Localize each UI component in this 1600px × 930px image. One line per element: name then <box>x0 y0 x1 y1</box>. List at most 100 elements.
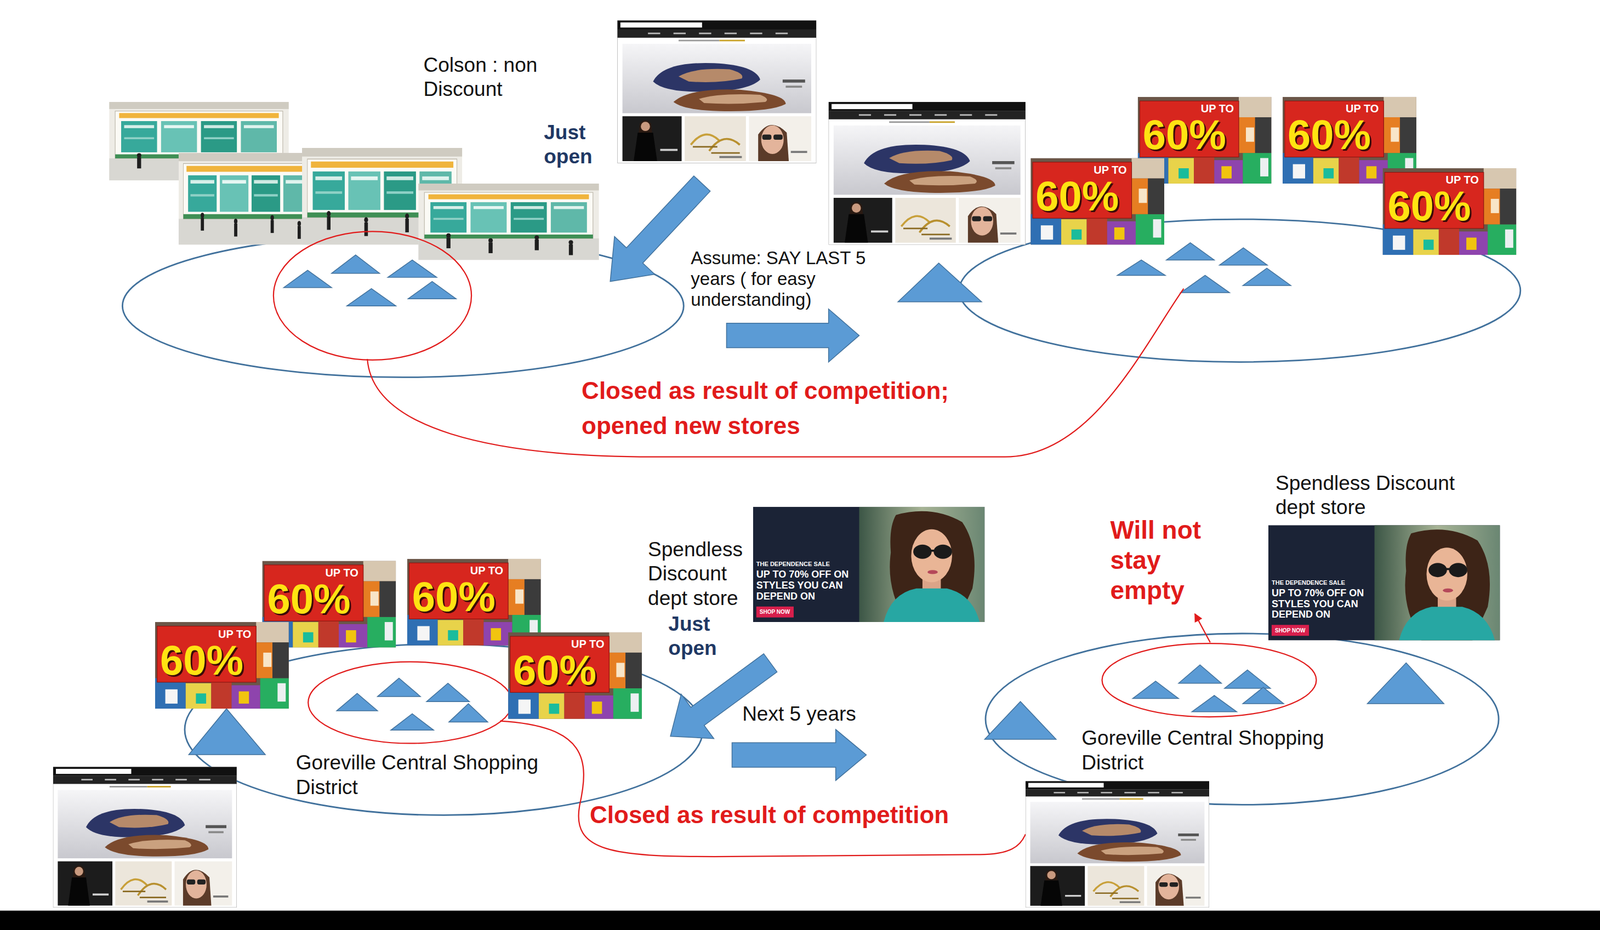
drawing-part <box>448 703 488 722</box>
label-holder: UP TO <box>470 565 504 577</box>
red-circle <box>308 662 512 744</box>
red-arrow <box>1194 613 1211 643</box>
note-label: Spendless Discount dept store <box>1275 471 1475 521</box>
label-holder: 60% <box>1287 114 1371 156</box>
sale-picture <box>155 622 289 709</box>
area-outline <box>122 234 684 378</box>
label-holder: 60% <box>412 576 496 618</box>
red-circle <box>1102 643 1317 717</box>
drawing-part <box>426 683 470 702</box>
sale-picture <box>407 559 542 646</box>
sale-sign-percent: 60% <box>412 576 496 618</box>
banner-heading: THE DEPENDENCE SALE <box>756 560 830 568</box>
drawing-part <box>1367 662 1445 704</box>
banner-text: UP TO 70% OFF ON STYLES YOU CAN DEPEND O… <box>1271 588 1374 621</box>
website-picture <box>617 20 817 164</box>
label-holder: SHOP NOW <box>759 608 790 616</box>
red-callout: Will not stay empty <box>1109 515 1210 607</box>
drawing-part <box>188 708 266 755</box>
sale-sign-percent: 60% <box>1035 175 1119 218</box>
drawing-part <box>1117 259 1165 276</box>
drawing-part <box>897 263 982 303</box>
note-label: Colson : non Discount <box>423 53 557 102</box>
red-callout: Closed as result of competition; opened … <box>581 373 977 444</box>
store-triangles <box>897 242 1291 303</box>
drawing-part <box>984 701 1056 740</box>
drawing-part <box>1180 275 1230 293</box>
sale-sign-percent: 60% <box>513 649 597 692</box>
label-holder: Next 5 years <box>742 702 857 727</box>
block-arrow <box>670 653 778 739</box>
banner-text: UP TO 70% OFF ON STYLES YOU CAN DEPEND O… <box>756 569 858 602</box>
label-holder: 60% <box>266 578 351 620</box>
status-label: Just open <box>668 612 734 662</box>
area-ellipse <box>985 633 1499 805</box>
sale-sign-percent: 60% <box>1287 114 1371 156</box>
label-holder: UP TO <box>218 628 252 640</box>
sale-sign-text: UP TO <box>218 628 252 640</box>
drawing-part <box>387 259 437 278</box>
drawing-part <box>390 714 434 731</box>
drawing-part <box>1242 268 1291 286</box>
drawing-part <box>1224 670 1271 689</box>
sale-sign-text: UP TO <box>571 638 605 650</box>
drawing-part <box>1219 247 1268 266</box>
sale-sign-percent: 60% <box>160 639 244 682</box>
label-holder: UP TO 70% OFF ON STYLES YOU CAN DEPEND O… <box>756 569 858 602</box>
website-picture <box>828 101 1026 246</box>
sale-sign-text: UP TO <box>1200 103 1234 115</box>
label-holder: 60% <box>513 649 597 692</box>
drawing-part <box>408 281 457 300</box>
area-outline <box>984 632 1500 806</box>
store-picture <box>109 101 289 181</box>
sale-banner <box>1268 525 1501 641</box>
area-name: Goreville Central Shopping District <box>1081 726 1357 776</box>
sale-sign-percent: 60% <box>1142 114 1227 156</box>
area-ellipse <box>184 644 703 816</box>
note-label: Assume: SAY LAST 5 years ( for easy unde… <box>690 247 878 311</box>
label-holder: SHOP NOW <box>1274 627 1306 635</box>
red-leader <box>367 288 1184 458</box>
note-label: Spendless Discount dept store <box>647 537 750 611</box>
label-holder: Colson : non Discount <box>423 53 557 102</box>
store-picture <box>178 152 322 245</box>
drawing-part <box>1132 681 1179 699</box>
district-area: Goreville Central Shopping District <box>183 642 704 817</box>
store-triangles <box>283 254 457 306</box>
sale-sign-text: UP TO <box>1445 174 1479 186</box>
label-holder: THE DEPENDENCE SALE <box>756 560 830 568</box>
label-holder: Assume: SAY LAST 5 years ( for easy unde… <box>690 247 878 311</box>
sale-picture <box>1030 157 1165 245</box>
label-holder: 60% <box>160 639 244 682</box>
sale-picture <box>1382 168 1517 255</box>
label-holder: UP TO <box>1200 103 1234 115</box>
banner-button-text: SHOP NOW <box>759 608 790 616</box>
label-holder: Just open <box>668 612 734 662</box>
sale-sign-percent: 60% <box>1387 185 1471 227</box>
red-leader <box>499 721 1026 857</box>
drawing-part <box>377 678 421 697</box>
label-holder: UP TO <box>1093 164 1127 176</box>
drawing-part <box>1242 687 1284 704</box>
sale-sign-text: UP TO <box>1345 103 1379 115</box>
area-name: Goreville Central Shopping District <box>295 750 571 800</box>
sale-sign-text: UP TO <box>1093 164 1127 176</box>
status-label: Just open <box>543 120 609 170</box>
drawing-part <box>336 693 378 711</box>
sale-sign-text: UP TO <box>325 567 358 579</box>
sale-banner <box>753 507 985 623</box>
website-picture <box>53 766 237 908</box>
drawing-part <box>283 270 332 288</box>
label-holder: Will not stay empty <box>1109 515 1210 607</box>
label-holder: THE DEPENDENCE SALE <box>1271 579 1346 587</box>
store-picture <box>418 183 600 261</box>
sale-sign-percent: 60% <box>266 578 351 620</box>
store-triangles <box>188 662 1444 755</box>
label-holder: 60% <box>1142 114 1227 156</box>
label-holder: Closed as result of competition; opened … <box>581 373 977 444</box>
label-holder: UP TO <box>1345 103 1379 115</box>
drawing-part <box>1166 242 1215 261</box>
label-holder: UP TO <box>325 567 358 579</box>
